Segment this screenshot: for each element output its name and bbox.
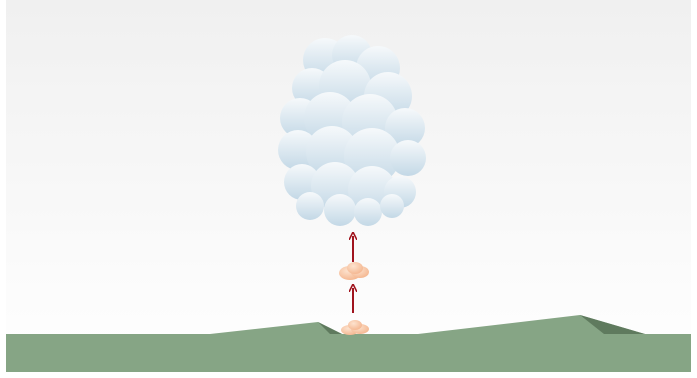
diagram-stage xyxy=(0,0,697,378)
convection-diagram xyxy=(0,0,697,378)
